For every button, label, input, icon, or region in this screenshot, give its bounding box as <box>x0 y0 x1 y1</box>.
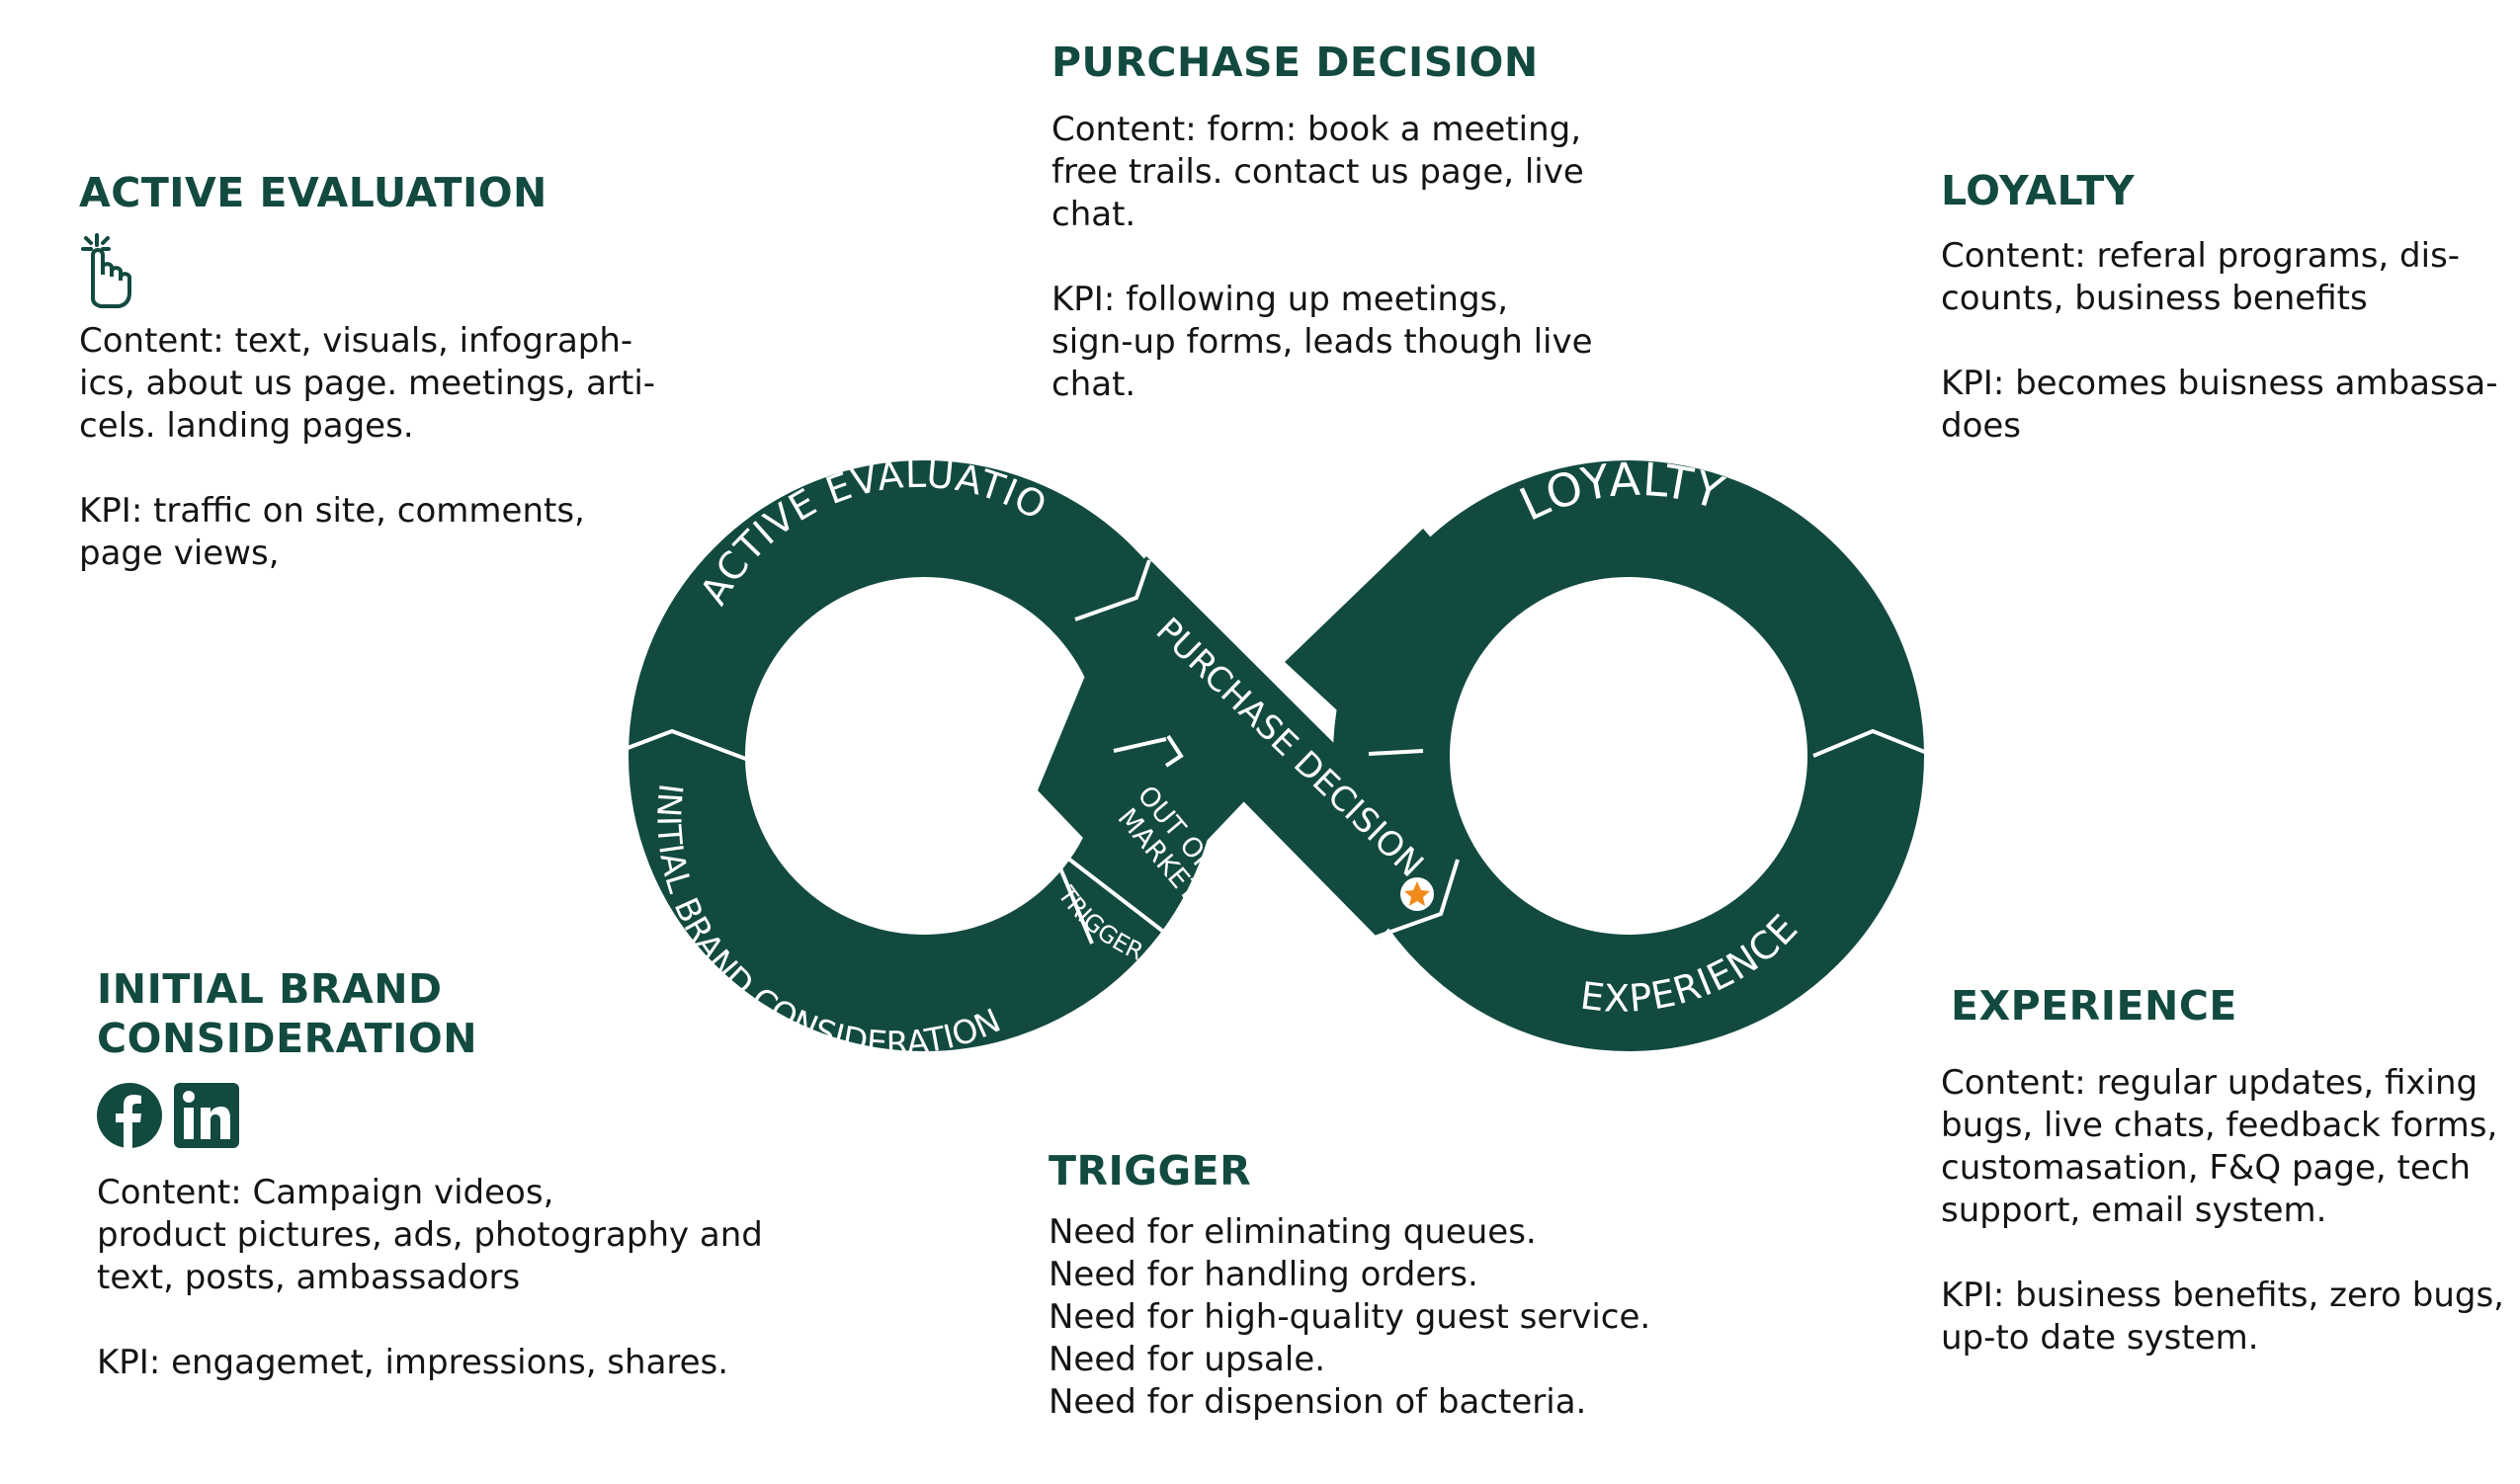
loyalty-content: Content: referal programs, dis- counts, … <box>1941 236 2461 318</box>
initial-brand-kpi: KPI: engagemet, impressions, shares. <box>97 1343 729 1382</box>
segment-separators <box>614 559 1928 945</box>
trigger-line: Need for dispension of bacteria. <box>1049 1382 1587 1422</box>
purchase-decision-content: Content: form: book a meeting, free trai… <box>1051 110 1584 234</box>
trigger-line: Need for eliminating queues. <box>1049 1212 1537 1252</box>
trigger-line: Need for handling orders. <box>1049 1255 1478 1294</box>
loyalty-kpi: KPI: becomes buisness ambassa- does <box>1941 364 2498 446</box>
star-badge-icon <box>1400 877 1434 911</box>
active-evaluation-kpi: KPI: traffic on site, comments, page vie… <box>79 491 585 573</box>
linkedin-icon[interactable] <box>174 1083 239 1148</box>
trigger-line: Need for high-quality guest service. <box>1049 1297 1651 1337</box>
social-icons <box>97 1083 769 1148</box>
hand-pointer-icon <box>79 231 138 310</box>
facebook-icon[interactable] <box>97 1083 162 1148</box>
trigger-line: Need for upsale. <box>1049 1340 1326 1379</box>
purchase-decision-title: PURCHASE DECISION <box>1051 39 1539 86</box>
loyalty-title: LOYALTY <box>1941 167 2136 214</box>
trigger-section: TRIGGER Need for eliminating queues. Nee… <box>1049 1146 1701 1424</box>
experience-content: Content: regular updates, fixing bugs, l… <box>1941 1063 2498 1230</box>
loyalty-section: LOYALTY Content: referal programs, dis- … <box>1941 166 2504 448</box>
active-evaluation-section: ACTIVE EVALUATION Content: text, visuals… <box>79 168 672 575</box>
experience-title: EXPERIENCE <box>1951 982 2237 1030</box>
initial-brand-section: INITIAL BRAND CONSIDERATION Content: Cam… <box>97 964 769 1384</box>
active-evaluation-title: ACTIVE EVALUATION <box>79 169 547 216</box>
initial-brand-title: INITIAL BRAND CONSIDERATION <box>97 965 478 1062</box>
purchase-decision-kpi: KPI: following up meetings, sign-up form… <box>1051 280 1593 404</box>
right-ring <box>1333 460 1924 1051</box>
initial-brand-content: Content: Campaign videos, product pictur… <box>97 1173 763 1297</box>
purchase-decision-band <box>1038 529 1477 939</box>
experience-section: EXPERIENCE Content: regular updates, fix… <box>1941 981 2504 1360</box>
purchase-decision-section: PURCHASE DECISION Content: form: book a … <box>1051 38 1605 406</box>
trigger-title: TRIGGER <box>1049 1147 1252 1195</box>
active-evaluation-content: Content: text, visuals, infograph- ics, … <box>79 321 656 446</box>
experience-kpi: KPI: business benefits, zero bugs, up-to… <box>1941 1276 2504 1358</box>
